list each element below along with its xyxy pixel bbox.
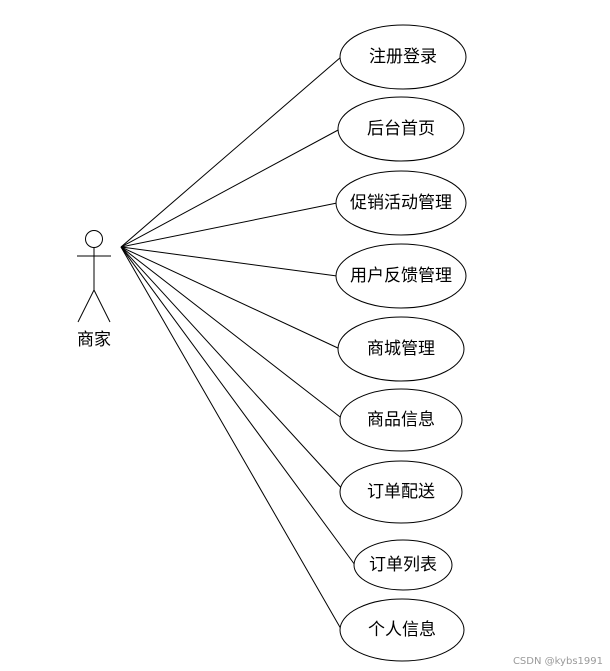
use-case-ellipse <box>339 460 463 524</box>
actor-left-leg <box>77 289 95 323</box>
actor-right-leg <box>93 289 111 323</box>
association-line-personal-info <box>120 246 342 630</box>
use-case-ellipse <box>339 598 465 662</box>
use-case-label: 商品信息 <box>367 410 435 430</box>
use-case-ellipse <box>353 539 453 591</box>
use-case-label: 订单列表 <box>369 555 437 575</box>
use-case-mall-management[interactable]: 商城管理 <box>337 316 465 382</box>
use-case-admin-home[interactable]: 后台首页 <box>337 96 465 162</box>
use-case-ellipse <box>337 316 465 382</box>
association-line-promotion <box>120 202 338 248</box>
watermark-text: CSDN @kybs1991 <box>513 656 603 667</box>
association-line-order-list <box>120 246 356 566</box>
association-line-product-info <box>120 246 345 421</box>
use-case-promotion-management[interactable]: 促销活动管理 <box>335 170 467 236</box>
use-case-ellipse <box>335 170 467 236</box>
use-case-label: 个人信息 <box>368 620 436 640</box>
association-line-mall <box>120 246 341 350</box>
association-line-feedback <box>120 246 338 277</box>
use-case-label: 订单配送 <box>367 482 435 502</box>
association-line-admin-home <box>120 128 341 248</box>
use-case-label: 商城管理 <box>367 339 435 359</box>
use-case-label: 促销活动管理 <box>350 193 452 213</box>
use-case-personal-info[interactable]: 个人信息 <box>339 598 465 662</box>
use-case-register-login[interactable]: 注册登录 <box>339 24 467 90</box>
use-case-label: 用户反馈管理 <box>350 266 452 286</box>
use-case-ellipse <box>339 388 463 452</box>
association-line-order-delivery <box>120 246 346 493</box>
actor-head <box>85 230 103 248</box>
use-case-ellipse <box>337 96 465 162</box>
use-case-label: 注册登录 <box>369 47 437 67</box>
use-case-feedback-management[interactable]: 用户反馈管理 <box>335 243 467 309</box>
association-line-register-login <box>120 56 342 248</box>
association-lines <box>120 56 356 630</box>
use-case-order-list[interactable]: 订单列表 <box>353 539 453 591</box>
use-case-label: 后台首页 <box>367 119 435 139</box>
use-case-product-info[interactable]: 商品信息 <box>339 388 463 452</box>
use-case-order-delivery[interactable]: 订单配送 <box>339 460 463 524</box>
use-case-ellipse <box>339 24 467 90</box>
actor-figure[interactable] <box>77 230 111 323</box>
actor-label: 商家 <box>77 330 111 350</box>
use-case-ellipse <box>335 243 467 309</box>
